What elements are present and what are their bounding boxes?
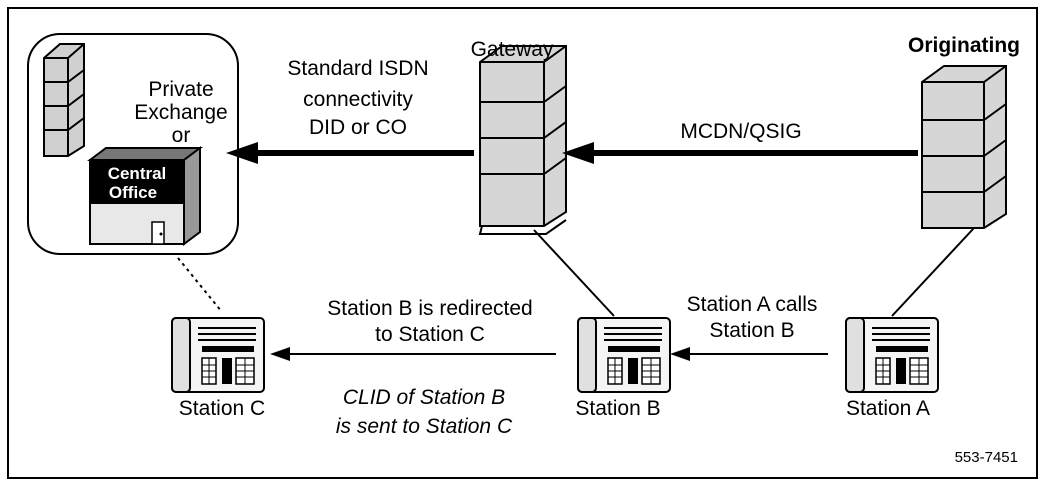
private-exchange-switch-icon [43, 43, 85, 157]
isdn-arrowhead [226, 142, 258, 164]
b-to-c-arrowhead [270, 347, 290, 361]
mcdn-arrowhead [562, 142, 594, 164]
a-to-b-arrowhead [670, 347, 690, 361]
gateway-label: Gateway [471, 38, 554, 61]
station-c-phone-icon [171, 317, 265, 393]
figure-frame [7, 7, 1038, 479]
central-office-label-line1: Central [108, 164, 167, 183]
gateway-switch-icon [478, 45, 567, 235]
isdn-label-line3: DID or CO [309, 116, 407, 139]
clid-label-line2: is sent to Station C [336, 415, 513, 438]
station-b-phone-icon [577, 317, 671, 393]
redirect-label-line2: to Station C [375, 323, 485, 346]
redirect-label-line1: Station B is redirected [327, 297, 532, 320]
station-a-label: Station A [846, 397, 930, 420]
station-b-label: Station B [575, 397, 660, 420]
private-exchange-label-line2: Exchange [134, 101, 227, 124]
station-a-phone-icon [845, 317, 939, 393]
mcdn-label: MCDN/QSIG [680, 120, 801, 143]
private-exchange-label-line3: or [172, 124, 191, 147]
originating-label: Originating [908, 34, 1020, 57]
originating-to-station-a-line [891, 227, 975, 317]
central-office-label-line2: Office [109, 183, 157, 202]
gateway-to-station-b-line [533, 229, 615, 317]
dotted-link [177, 257, 223, 313]
clid-label-line1: CLID of Station B [343, 386, 505, 409]
a-calls-label-line2: Station B [709, 319, 794, 342]
private-exchange-label-line1: Private [148, 78, 213, 101]
figure-id: 553-7451 [955, 449, 1018, 466]
central-office-building-icon [87, 146, 203, 246]
station-c-label: Station C [179, 397, 265, 420]
originating-switch-icon [921, 65, 1007, 229]
isdn-label-line1: Standard ISDN [287, 57, 428, 80]
a-calls-label-line1: Station A calls [687, 293, 818, 316]
isdn-label-line2: connectivity [303, 88, 413, 111]
